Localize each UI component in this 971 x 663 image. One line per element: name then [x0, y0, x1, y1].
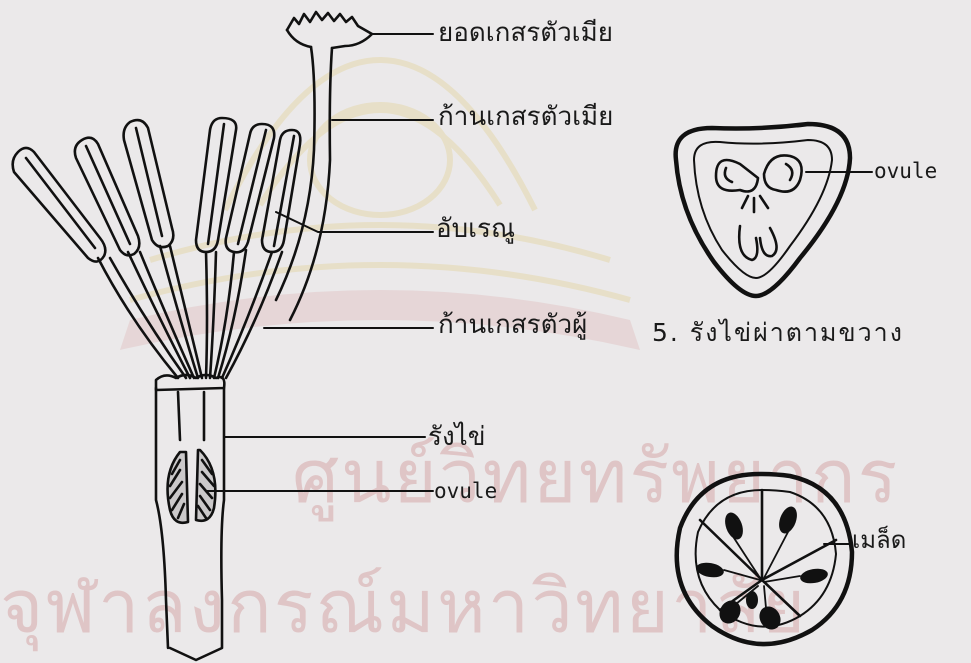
label-ovule-right: ovule — [874, 161, 937, 182]
label-ovary: รังไข่ — [428, 424, 486, 450]
label-ovule-left: ovule — [434, 481, 497, 502]
caption-ovary-cross-section: 5. รังไข่ผ่าตามขวาง — [652, 320, 904, 345]
label-style: ก้านเกสรตัวเมีย — [438, 104, 613, 130]
ovary-tube — [156, 388, 168, 648]
label-filament: ก้านเกสรตัวผู้ — [438, 312, 587, 338]
label-stigma: ยอดเกสรตัวเมีย — [438, 20, 613, 46]
label-anther: อับเรณู — [436, 216, 515, 242]
label-seed: เมล็ด — [852, 528, 906, 552]
university-crest-watermark — [130, 60, 630, 300]
anther-2 — [75, 138, 139, 256]
ovary-cross-section-inner — [694, 140, 832, 278]
